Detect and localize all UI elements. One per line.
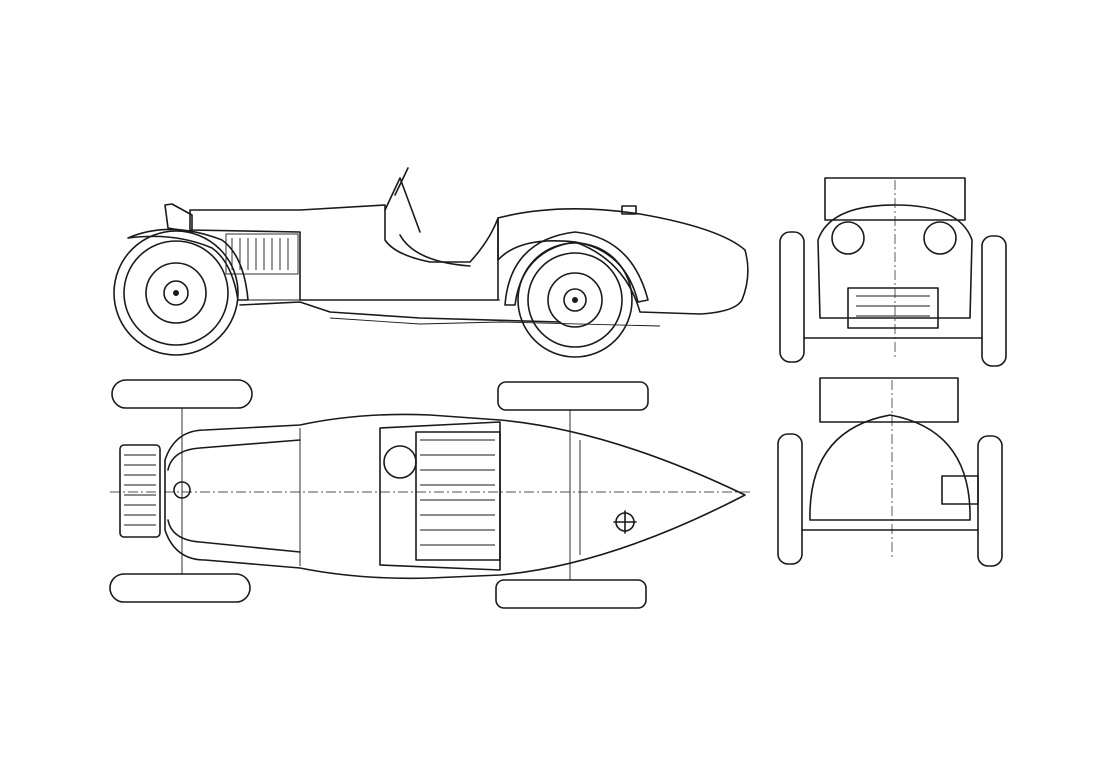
front-left-headlamp: [831, 221, 865, 255]
front-left-wheel: [779, 231, 805, 363]
side-rear-mudguard: [504, 231, 649, 306]
front-view: [779, 177, 1007, 367]
side-fuel-cap: [621, 205, 637, 215]
side-chassis: [248, 299, 661, 327]
side-steering-wheel: [384, 177, 421, 233]
top-view: [109, 379, 750, 609]
side-exhaust: [239, 301, 561, 323]
top-front-right-wheel: [109, 573, 251, 603]
top-radiator-grille: [119, 444, 161, 538]
rear-number-plate: [941, 475, 979, 505]
front-body: [817, 204, 973, 319]
top-cockpit: [379, 421, 501, 571]
front-radiator: [847, 287, 939, 329]
side-radiator: [164, 203, 193, 233]
side-cockpit-line: [399, 234, 471, 267]
side-view: [113, 167, 749, 358]
side-bonnet-louvres: [225, 233, 299, 275]
side-tail-body: [497, 208, 749, 315]
front-right-wheel: [981, 235, 1007, 367]
top-body-outline: [164, 413, 746, 580]
rear-right-wheel: [977, 435, 1003, 567]
rear-left-wheel: [777, 433, 803, 565]
top-front-left-wheel: [111, 379, 253, 409]
side-rear-wheel: [517, 242, 633, 358]
top-rear-right-wheel: [495, 579, 647, 609]
side-front-wheel: [113, 230, 239, 356]
top-seat-slats: [420, 439, 495, 546]
rear-view: [777, 377, 1003, 567]
side-main-body: [189, 204, 499, 301]
top-steering-wheel: [383, 445, 417, 479]
top-fuel-cap: [613, 510, 637, 534]
rear-windscreen: [819, 377, 959, 423]
top-seat: [415, 431, 501, 561]
rear-body: [809, 414, 971, 521]
top-rear-left-wheel: [497, 381, 649, 411]
front-right-headlamp: [923, 221, 957, 255]
